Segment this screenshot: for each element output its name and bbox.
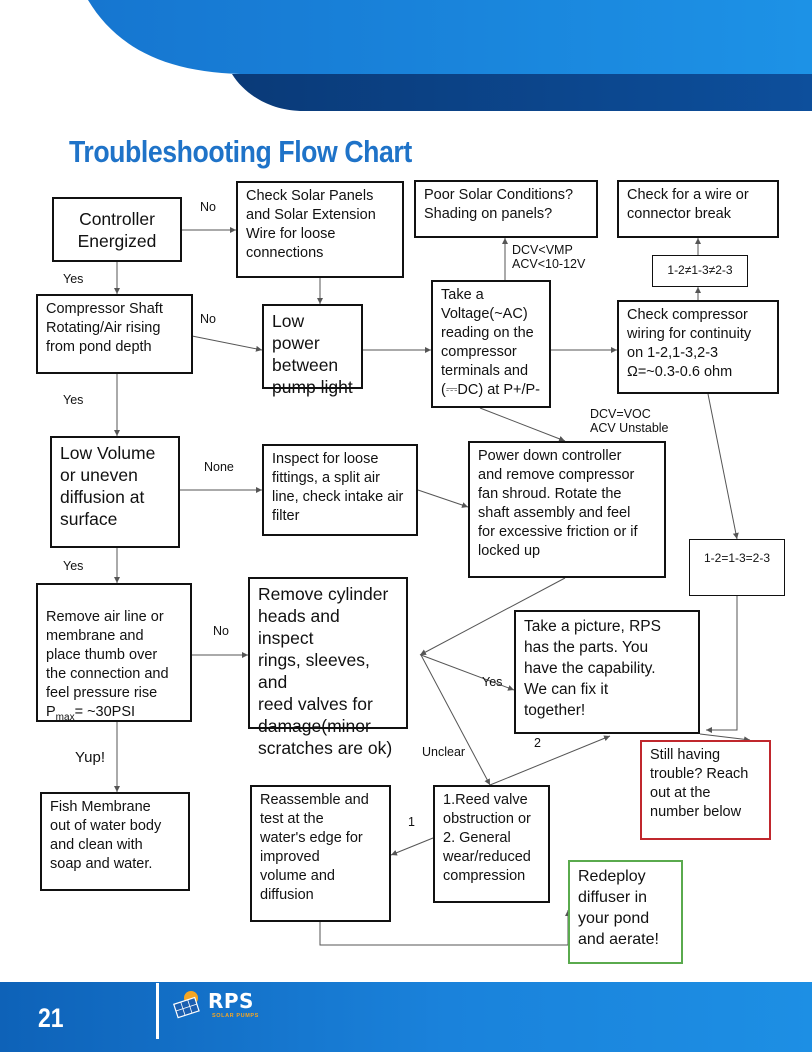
- node-remove-cylinder-heads: Remove cylinder heads and inspect rings,…: [248, 577, 408, 758]
- logo-subtitle: SOLAR PUMPS: [212, 1013, 259, 1019]
- edge-label-yes: Yes: [63, 393, 84, 407]
- edge-label-voltage-voc: DCV=VOC ACV Unstable: [590, 407, 669, 435]
- node-low-power-pump-light: Low power between pump light: [262, 304, 363, 397]
- node-controller-energized: Controller Energized: [52, 197, 182, 262]
- edge-label-no: No: [200, 312, 216, 326]
- edge-label-two: 2: [534, 736, 541, 750]
- edge-label-unclear: Unclear: [422, 745, 466, 759]
- node-remove-air-line: Remove air line or membrane and place th…: [36, 583, 192, 723]
- node-reassemble-test: Reassemble and test at the water's edge …: [250, 785, 391, 922]
- footer-divider: [156, 983, 159, 1039]
- node-redeploy-diffuser: Redeploy diffuser in your pond and aerat…: [568, 860, 683, 964]
- node-take-voltage-reading: Take a Voltage(~AC) reading on the compr…: [431, 280, 551, 408]
- remove-air-line-text: Remove air line or membrane and place th…: [46, 609, 169, 701]
- footer-bar: [0, 982, 812, 1052]
- node-check-wire-break: Check for a wire or connector break: [617, 180, 779, 238]
- edge-label-one: 1: [408, 815, 415, 829]
- node-take-picture: Take a picture, RPS has the parts. You h…: [514, 610, 700, 734]
- edge-label-yes: Yes: [63, 272, 84, 286]
- edge-label-no: No: [200, 200, 216, 214]
- edge-label-none: None: [204, 460, 234, 474]
- node-low-volume: Low Volume or uneven diffusion at surfac…: [50, 436, 180, 548]
- logo-brand: RPS: [208, 989, 254, 1013]
- node-reed-valve-obstruction: 1.Reed valve obstruction or 2. General w…: [433, 785, 550, 903]
- node-compressor-shaft-rotating: Compressor Shaft Rotating/Air rising fro…: [36, 294, 193, 374]
- node-check-compressor-wiring: Check compressor wiring for continuity o…: [617, 300, 779, 394]
- page-number: 21: [38, 1003, 64, 1033]
- edge-label-yes: Yes: [482, 675, 503, 689]
- header-wave-graphic: [88, 0, 812, 111]
- node-continuity-unequal: 1-2≠1-3≠2-3: [652, 255, 748, 287]
- node-poor-solar-conditions: Poor Solar Conditions? Shading on panels…: [414, 180, 598, 238]
- node-continuity-equal: 1-2=1-3=2-3: [689, 539, 785, 596]
- node-fish-membrane: Fish Membrane out of water body and clea…: [40, 792, 190, 891]
- node-check-solar-panels: Check Solar Panels and Solar Extension W…: [236, 181, 404, 278]
- pmax-label: Pmax= ~30PSI: [46, 704, 136, 723]
- edge-label-no: No: [213, 624, 229, 638]
- solar-panel-logo-icon: [173, 991, 200, 1019]
- page-title: Troubleshooting Flow Chart: [69, 134, 412, 169]
- edge-label-yes: Yes: [63, 559, 84, 573]
- node-power-down-controller: Power down controller and remove compres…: [468, 441, 666, 578]
- edge-label-voltage-low: DCV<VMP ACV<10-12V: [512, 243, 586, 271]
- node-still-having-trouble: Still having trouble? Reach out at the n…: [640, 740, 771, 840]
- node-inspect-fittings: Inspect for loose fittings, a split air …: [262, 444, 418, 536]
- edge-label-yup: Yup!: [75, 749, 106, 766]
